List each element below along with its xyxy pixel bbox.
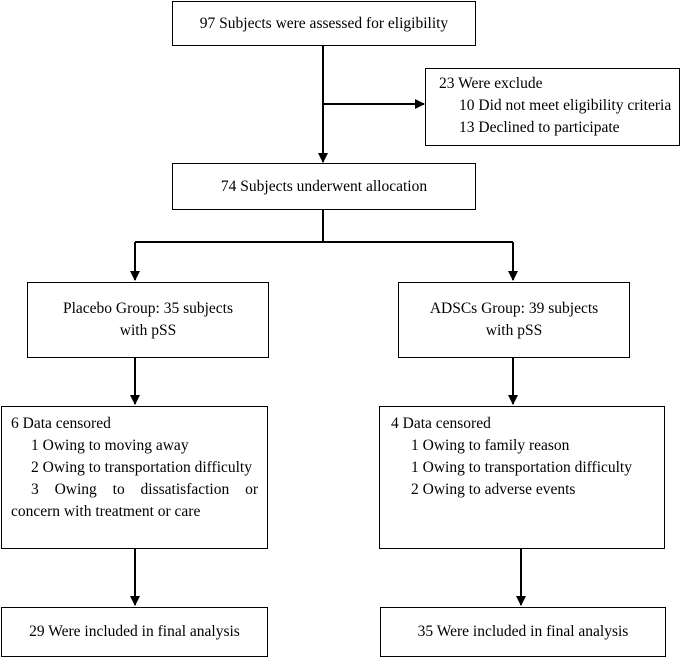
placebo-censored-reason-3-continued: concern with treatment or care	[11, 503, 201, 520]
excluded-title: 23 Were exclude	[439, 75, 543, 92]
adscs-group-condition: with pSS	[485, 322, 543, 339]
adscs-censored-reason: 1 Owing to family reason	[411, 437, 570, 454]
placebo-censored-title: 6 Data censored	[11, 415, 111, 432]
allocation-label: 74 Subjects underwent allocation	[220, 177, 428, 195]
screening-box: 97 Subjects were assessed for eligibilit…	[172, 1, 476, 46]
placebo-final-box: 29 Were included in final analysis	[1, 607, 268, 657]
adscs-group-box: ADSCs Group: 39 subjects with pSS	[398, 282, 630, 358]
placebo-group-label: Placebo Group: 35 subjects	[62, 300, 234, 317]
excluded-reason: 13 Declined to participate	[459, 119, 620, 136]
placebo-group-box: Placebo Group: 35 subjects with pSS	[27, 282, 269, 358]
placebo-censored-reason: 1 Owing to moving away	[31, 437, 189, 454]
adscs-censored-reason: 1 Owing to transportation difficulty	[411, 459, 632, 476]
placebo-censored-reason-3: 3 Owing to dissatisfaction or	[31, 481, 258, 498]
placebo-censored-box: 6 Data censored 1 Owing to moving away 2…	[1, 406, 268, 549]
excluded-box: 23 Were exclude 10 Did not meet eligibil…	[425, 68, 680, 146]
adscs-group-label: ADSCs Group: 39 subjects	[429, 300, 599, 317]
adscs-final-box: 35 Were included in final analysis	[380, 607, 666, 657]
allocation-box: 74 Subjects underwent allocation	[172, 163, 476, 210]
placebo-final-label: 29 Were included in final analysis	[29, 623, 240, 640]
adscs-censored-box: 4 Data censored 1 Owing to family reason…	[379, 406, 665, 549]
placebo-group-condition: with pSS	[119, 322, 177, 339]
screening-label: 97 Subjects were assessed for eligibilit…	[199, 14, 449, 32]
placebo-censored-reason: 2 Owing to transportation difficulty	[31, 459, 252, 476]
excluded-reason: 10 Did not meet eligibility criteria	[459, 97, 672, 114]
adscs-censored-reason: 2 Owing to adverse events	[411, 481, 576, 498]
adscs-censored-title: 4 Data censored	[391, 415, 491, 432]
adscs-final-label: 35 Were included in final analysis	[417, 623, 629, 640]
